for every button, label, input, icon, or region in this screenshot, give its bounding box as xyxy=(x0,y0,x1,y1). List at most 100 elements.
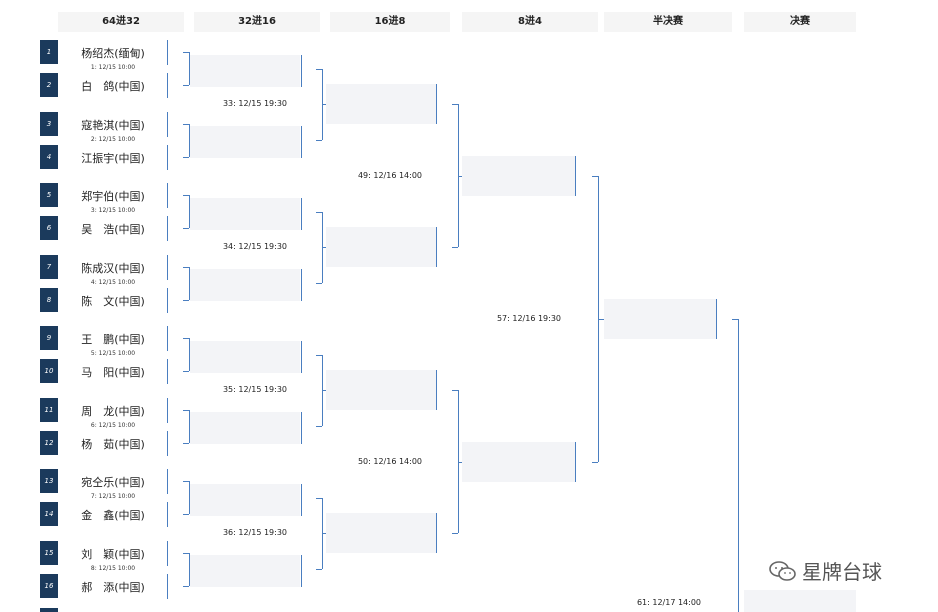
bracket-line xyxy=(167,540,168,566)
match-label: 49: 12/16 14:00 xyxy=(357,170,423,180)
player-name: 江振宇(中国) xyxy=(81,151,145,165)
bracket-line xyxy=(436,84,437,125)
player-name: 陈 文(中国) xyxy=(81,294,145,308)
bracket-line xyxy=(316,354,322,356)
match-time: 5: 12/15 10:00 xyxy=(90,350,136,357)
bracket-line xyxy=(436,513,437,554)
bracket-line xyxy=(183,52,189,53)
bracket-line xyxy=(167,573,168,599)
bracket-line xyxy=(322,390,328,392)
player-name: 杨绍杰(缅甸) xyxy=(81,47,145,60)
player-name: 杨 茹(中国) xyxy=(81,437,145,451)
bracket-line xyxy=(301,54,302,87)
bracket-line xyxy=(316,68,322,70)
player-slot xyxy=(190,340,300,373)
bracket-line xyxy=(167,73,168,98)
bracket-line xyxy=(316,283,322,284)
bracket-line xyxy=(301,269,302,301)
player-slot xyxy=(326,370,436,411)
bracket-line xyxy=(183,481,189,482)
bracket-line xyxy=(316,140,322,141)
bracket-line xyxy=(189,123,190,157)
bracket-line xyxy=(452,247,458,249)
player-name: 王 鹏(中国) xyxy=(81,333,145,346)
header-r64: 64进32 xyxy=(58,12,184,32)
seed-badge: 2 xyxy=(40,73,58,97)
bracket-line xyxy=(167,40,168,65)
bracket-line xyxy=(167,469,168,494)
bracket-line xyxy=(183,85,189,86)
bracket-line xyxy=(436,370,437,411)
bracket-line xyxy=(183,156,189,158)
bracket-line xyxy=(592,175,598,177)
seed-badge: 7 xyxy=(40,254,58,279)
bracket-line xyxy=(189,338,190,371)
match-label: 33: 12/15 19:30 xyxy=(222,99,288,109)
player-slot xyxy=(604,298,716,339)
player-slot xyxy=(326,513,436,554)
bracket-line xyxy=(301,412,302,444)
player-name: 白 鸽(中国) xyxy=(81,80,145,93)
player-slot xyxy=(462,441,575,482)
player-name: 马 阳(中国) xyxy=(81,366,145,379)
bracket-line xyxy=(167,287,168,313)
bracket-line xyxy=(716,298,717,339)
bracket-line xyxy=(436,227,437,268)
match-time: 1: 12/15 10:00 xyxy=(90,64,136,71)
bracket-line xyxy=(301,340,302,373)
player-name: 郝 添(中国) xyxy=(81,580,145,594)
bracket-line xyxy=(301,126,302,158)
bracket-line xyxy=(167,502,168,527)
bracket-line xyxy=(452,104,458,106)
bracket-line xyxy=(322,533,328,535)
seed-badge: 15 xyxy=(40,540,58,565)
player-name: 金 鑫(中国) xyxy=(81,509,145,522)
bracket-line xyxy=(189,409,190,443)
bracket-line xyxy=(183,409,189,411)
player-slot xyxy=(190,126,300,158)
header-sf: 半决赛 xyxy=(604,12,732,32)
bracket-line xyxy=(183,514,189,515)
player-name: 郑宇伯(中国) xyxy=(81,190,145,203)
player-slot xyxy=(190,555,300,587)
seed-badge: 5 xyxy=(40,183,58,207)
bracket-line xyxy=(183,552,189,554)
bracket-line xyxy=(167,183,168,208)
seed-badge: 12 xyxy=(40,430,58,455)
bracket-line xyxy=(316,497,322,499)
seed-badge: 3 xyxy=(40,111,58,136)
player-slot xyxy=(190,54,300,87)
match-label: 50: 12/16 14:00 xyxy=(357,456,423,466)
player-slot xyxy=(326,227,436,268)
player-slot xyxy=(326,84,436,125)
match-label: 35: 12/15 19:30 xyxy=(222,385,288,395)
bracket-line xyxy=(183,195,189,196)
bracket-line xyxy=(183,338,189,339)
seed-badge: 4 xyxy=(40,144,58,169)
bracket-line xyxy=(322,104,328,106)
player-name: 陈成汉(中国) xyxy=(81,261,145,275)
player-name: 刘 颖(中国) xyxy=(81,547,145,561)
seed-badge: 8 xyxy=(40,287,58,312)
bracket-line xyxy=(167,430,168,456)
match-label: 34: 12/15 19:30 xyxy=(222,242,288,252)
bracket-line xyxy=(183,371,189,372)
match-label: 36: 12/15 19:30 xyxy=(222,528,288,538)
player-name: 吴 浩(中国) xyxy=(81,223,145,236)
bracket-line xyxy=(167,359,168,384)
bracket-line xyxy=(322,247,328,249)
player-slot xyxy=(190,483,300,516)
bracket-line xyxy=(738,318,739,612)
bracket-line xyxy=(167,397,168,423)
bracket-line xyxy=(167,216,168,241)
player-slot xyxy=(190,197,300,230)
player-name: 寇艳淇(中国) xyxy=(81,118,145,132)
wechat-icon xyxy=(769,560,796,581)
player-name: 周 龙(中国) xyxy=(81,404,145,418)
seed-badge xyxy=(40,608,58,612)
bracket-line xyxy=(458,461,464,463)
bracket-line xyxy=(316,569,322,570)
seed-badge: 14 xyxy=(40,502,58,526)
seed-badge: 6 xyxy=(40,216,58,240)
bracket-line xyxy=(732,318,738,320)
